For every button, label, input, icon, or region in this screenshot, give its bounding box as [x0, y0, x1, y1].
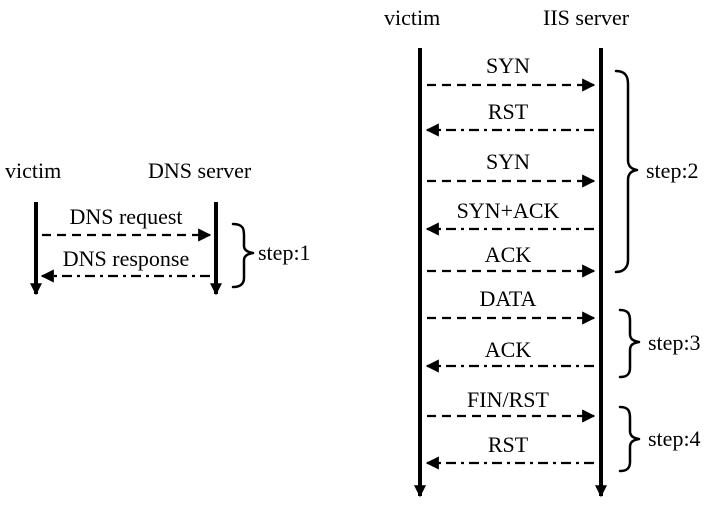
- message-label: SYN: [486, 149, 530, 174]
- step-brace: [231, 222, 255, 289]
- step-label: step:3: [648, 330, 701, 355]
- dns-sequence: victim DNS server DNS request DNS respon…: [5, 158, 311, 296]
- message-label: RST: [488, 99, 529, 124]
- message-label: SYN: [486, 53, 530, 78]
- iis-sequence: victim IIS server SYN RST SYN SYN+ACK AC…: [384, 5, 701, 498]
- message-label: FIN/RST: [467, 387, 549, 412]
- step-brace: [614, 69, 639, 274]
- step-brace: [618, 405, 641, 473]
- message-label: DNS response: [63, 246, 190, 271]
- message-label: RST: [488, 432, 529, 457]
- step-label: step:1: [258, 240, 311, 265]
- step-brace: [618, 308, 641, 379]
- step-label: step:2: [646, 158, 699, 183]
- step-label: step:4: [648, 426, 701, 451]
- message-label: DATA: [480, 286, 537, 311]
- iis-victim-label: victim: [384, 5, 440, 30]
- message-label: SYN+ACK: [457, 198, 560, 223]
- message-label: ACK: [485, 337, 532, 362]
- dns-victim-label: victim: [5, 158, 61, 183]
- message-label: DNS request: [69, 204, 182, 229]
- iis-server-label: IIS server: [543, 5, 630, 30]
- dns-server-label: DNS server: [148, 158, 252, 183]
- message-label: ACK: [485, 242, 532, 267]
